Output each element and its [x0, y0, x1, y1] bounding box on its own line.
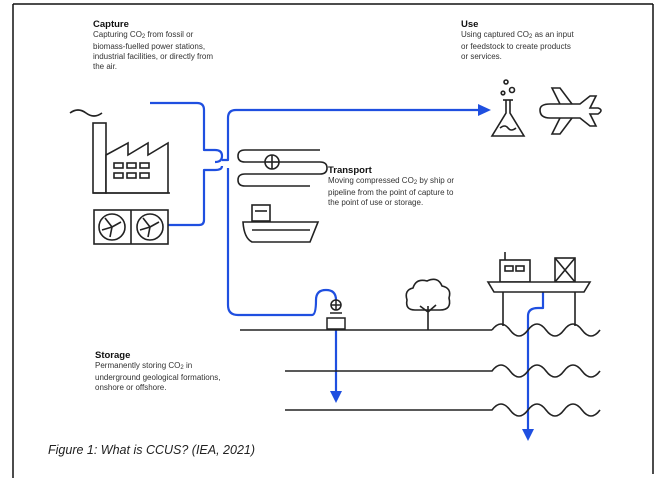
capture-line-1a: Capturing CO — [93, 30, 142, 39]
flow-junction — [214, 148, 224, 164]
storage-label: Storage Permanently storing CO2 in under… — [95, 350, 220, 393]
factory-icon — [69, 109, 170, 194]
ship-icon — [242, 204, 320, 243]
use-line-1b: as an input — [532, 30, 574, 39]
sea-waves — [491, 323, 601, 337]
use-sub: 2 — [529, 34, 533, 40]
transport-line-1b: by ship or — [417, 176, 455, 185]
storage-description: Permanently storing CO2 in underground g… — [95, 361, 220, 393]
use-line-3: or services. — [461, 52, 502, 61]
use-title: Use — [461, 19, 479, 30]
storage-line-1a: Permanently storing CO — [95, 361, 181, 370]
capture-label: Capture Capturing CO2 from fossil or bio… — [93, 19, 213, 72]
transport-sub: 2 — [413, 180, 418, 186]
flow-to-use — [222, 108, 478, 162]
storage-line-1b: in — [183, 361, 193, 370]
airplane-icon — [539, 87, 602, 135]
use-description: Using captured CO2 as an input or feedst… — [461, 30, 574, 62]
capture-description: Capturing CO2 from fossil or biomass-fue… — [93, 30, 213, 72]
capture-sub: 2 — [141, 34, 146, 40]
flow-offshore — [526, 290, 545, 317]
smoke-icon — [69, 109, 103, 117]
use-line-1a: Using captured CO — [461, 30, 530, 39]
transport-label: Transport Moving compressed CO2 by ship … — [328, 165, 454, 208]
geological-layers — [285, 364, 601, 417]
tree-icon — [405, 278, 451, 330]
direct-air-capture-fans-icon — [93, 209, 169, 245]
storage-sub: 2 — [180, 365, 184, 371]
pipeline-icon — [237, 149, 328, 187]
arrow-onshore-storage-icon — [330, 391, 342, 403]
transport-line-3: the point of use or storage. — [328, 198, 424, 207]
capture-line-3: industrial facilities, or directly from — [93, 52, 214, 61]
flow-from-fans — [168, 168, 215, 227]
flow-to-storage — [226, 168, 338, 317]
flask-icon — [490, 79, 526, 137]
transport-title: Transport — [328, 165, 372, 176]
transport-line-2: pipeline from the point of capture to — [328, 188, 454, 197]
transport-line-1a: Moving compressed CO — [328, 176, 414, 185]
storage-line-3: onshore or offshore. — [95, 383, 167, 392]
figure-caption: Figure 1: What is CCUS? (IEA, 2021) — [48, 443, 256, 457]
arrow-to-use-icon — [478, 104, 491, 116]
arrow-offshore-storage-icon — [522, 429, 534, 441]
use-label: Use Using captured CO2 as an input or fe… — [461, 19, 574, 62]
capture-line-4: the air. — [93, 62, 118, 71]
flow-junction-2 — [214, 165, 224, 172]
use-line-2: or feedstock to create products — [461, 42, 571, 51]
wellhead-icon — [326, 299, 346, 330]
transport-description: Moving compressed CO2 by ship or pipelin… — [328, 176, 454, 208]
storage-title: Storage — [95, 350, 131, 361]
capture-line-2: biomass-fuelled power stations, — [93, 42, 206, 51]
co2-flow-lines — [150, 101, 545, 430]
storage-line-2: underground geological formations, — [95, 373, 221, 382]
flow-from-factory — [150, 101, 215, 152]
capture-line-1b: from fossil or — [145, 30, 194, 39]
offshore-platform-icon — [486, 252, 592, 326]
capture-title: Capture — [93, 19, 129, 30]
